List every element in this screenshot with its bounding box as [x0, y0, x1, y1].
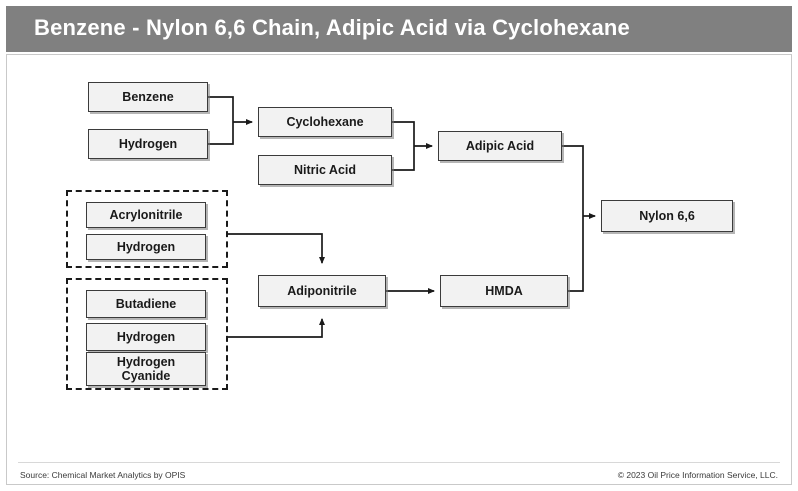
footer-copyright: © 2023 Oil Price Information Service, LL… — [617, 470, 778, 480]
edge-butadiene-group-to-adiponitrile — [228, 318, 325, 338]
edge-acrylonitrile-group-to-adiponitrile — [228, 233, 325, 264]
node-cyclohexane[interactable]: Cyclohexane — [258, 107, 392, 137]
node-hydrogen-2[interactable]: Hydrogen — [86, 234, 206, 260]
edge-cyclohexane-to-adipic — [392, 121, 415, 146]
butadiene-route-group — [66, 278, 228, 390]
footer-divider — [18, 462, 780, 463]
edge-nitric-to-adipic — [392, 146, 415, 171]
page-title: Benzene - Nylon 6,6 Chain, Adipic Acid v… — [34, 15, 630, 40]
node-adiponitrile[interactable]: Adiponitrile — [258, 275, 386, 307]
edge-hydrogen1-to-cyclohexane — [208, 122, 234, 145]
node-hmda[interactable]: HMDA — [440, 275, 568, 307]
title-bar: Benzene - Nylon 6,6 Chain, Adipic Acid v… — [6, 6, 792, 52]
node-benzene[interactable]: Benzene — [88, 82, 208, 112]
edge-benzene-to-cyclohexane — [208, 96, 234, 122]
footer-source: Source: Chemical Market Analytics by OPI… — [20, 470, 186, 480]
edge-adipic-to-nylon — [562, 145, 584, 216]
edge-hmda-to-nylon — [568, 216, 584, 292]
node-nitric-acid[interactable]: Nitric Acid — [258, 155, 392, 185]
node-butadiene[interactable]: Butadiene — [86, 290, 206, 318]
node-acrylonitrile[interactable]: Acrylonitrile — [86, 202, 206, 228]
content-frame — [6, 54, 792, 485]
node-hydrogen-cyanide[interactable]: Hydrogen Cyanide — [86, 352, 206, 386]
node-hydrogen-3[interactable]: Hydrogen — [86, 323, 206, 351]
node-hydrogen-1[interactable]: Hydrogen — [88, 129, 208, 159]
node-nylon-66[interactable]: Nylon 6,6 — [601, 200, 733, 232]
acrylonitrile-route-group — [66, 190, 228, 268]
node-adipic-acid[interactable]: Adipic Acid — [438, 131, 562, 161]
